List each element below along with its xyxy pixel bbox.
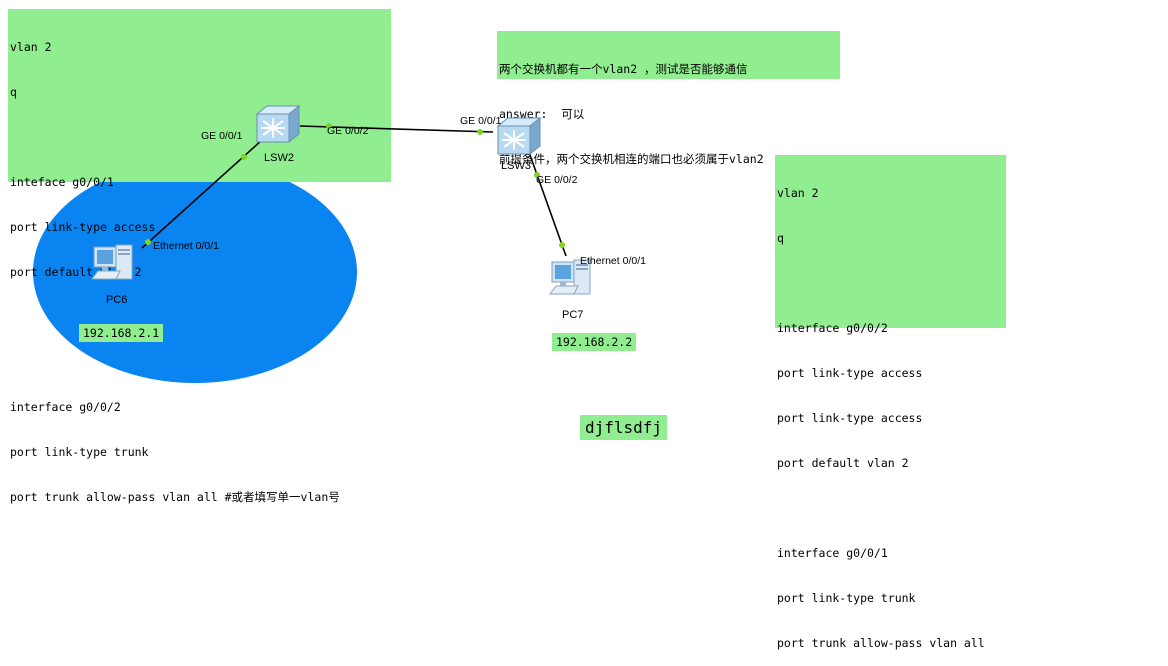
port-dot <box>559 242 565 248</box>
port-label: GE 0/0/2 <box>536 174 578 186</box>
note-line: interface g0/0/2 <box>777 321 888 335</box>
note-line: port trunk allow-pass vlan all <box>777 636 985 650</box>
ip-label-pc7: 192.168.2.2 <box>552 333 637 351</box>
pc-icon[interactable] <box>548 256 594 304</box>
note-line: interface g0/0/2 <box>10 400 121 414</box>
link-lsw2-lsw3[interactable] <box>299 125 494 133</box>
note-line: q <box>10 85 17 99</box>
port-label: GE 0/0/1 <box>201 130 243 142</box>
note-line <box>777 501 1004 516</box>
port-label: Ethernet 0/0/1 <box>153 240 219 252</box>
port-dot <box>326 123 332 129</box>
note-line: vlan 2 <box>10 40 52 54</box>
links-layer <box>141 123 567 257</box>
link-lsw3-pc7[interactable] <box>529 154 567 257</box>
ip-label-pc6: 192.168.2.1 <box>79 324 164 342</box>
note-line: 两个交换机都有一个vlan2 ，测试是否能够通信 <box>499 62 748 76</box>
note-line: port link-type access <box>10 220 156 234</box>
note-line: port link-type access <box>777 366 923 380</box>
note-line: inteface g0/0/1 <box>10 175 114 189</box>
note-line: port trunk allow-pass vlan all #或者填写单一vl… <box>10 490 340 504</box>
port-dot <box>145 239 151 245</box>
device-label-pc6: PC6 <box>106 294 128 306</box>
switch-icon[interactable] <box>253 104 301 144</box>
port-label: GE 0/0/1 <box>460 115 502 127</box>
device-label-lsw2: LSW2 <box>264 152 294 164</box>
switch-icon[interactable] <box>494 116 542 156</box>
note-line: port link-type trunk <box>777 591 916 605</box>
note-line: q <box>777 231 784 245</box>
port-dot <box>534 172 540 178</box>
note-line: port link-type trunk <box>10 445 149 459</box>
note-line: port link-type access <box>777 411 923 425</box>
port-dot <box>241 154 247 160</box>
port-dot <box>477 129 483 135</box>
note-line: interface g0/0/1 <box>777 546 888 560</box>
note-line: vlan 2 <box>777 186 819 200</box>
pc-icon[interactable] <box>90 241 136 289</box>
device-label-pc7: PC7 <box>562 309 584 321</box>
device-label-lsw3: LSW3 <box>501 160 531 172</box>
footer-text-box: djflsdfj <box>580 415 668 440</box>
port-label: GE 0/0/2 <box>327 125 369 137</box>
port-label: Ethernet 0/0/1 <box>580 255 646 267</box>
note-line: 前提条件，两个交换机相连的端口也必须属于vlan2 <box>499 152 764 166</box>
